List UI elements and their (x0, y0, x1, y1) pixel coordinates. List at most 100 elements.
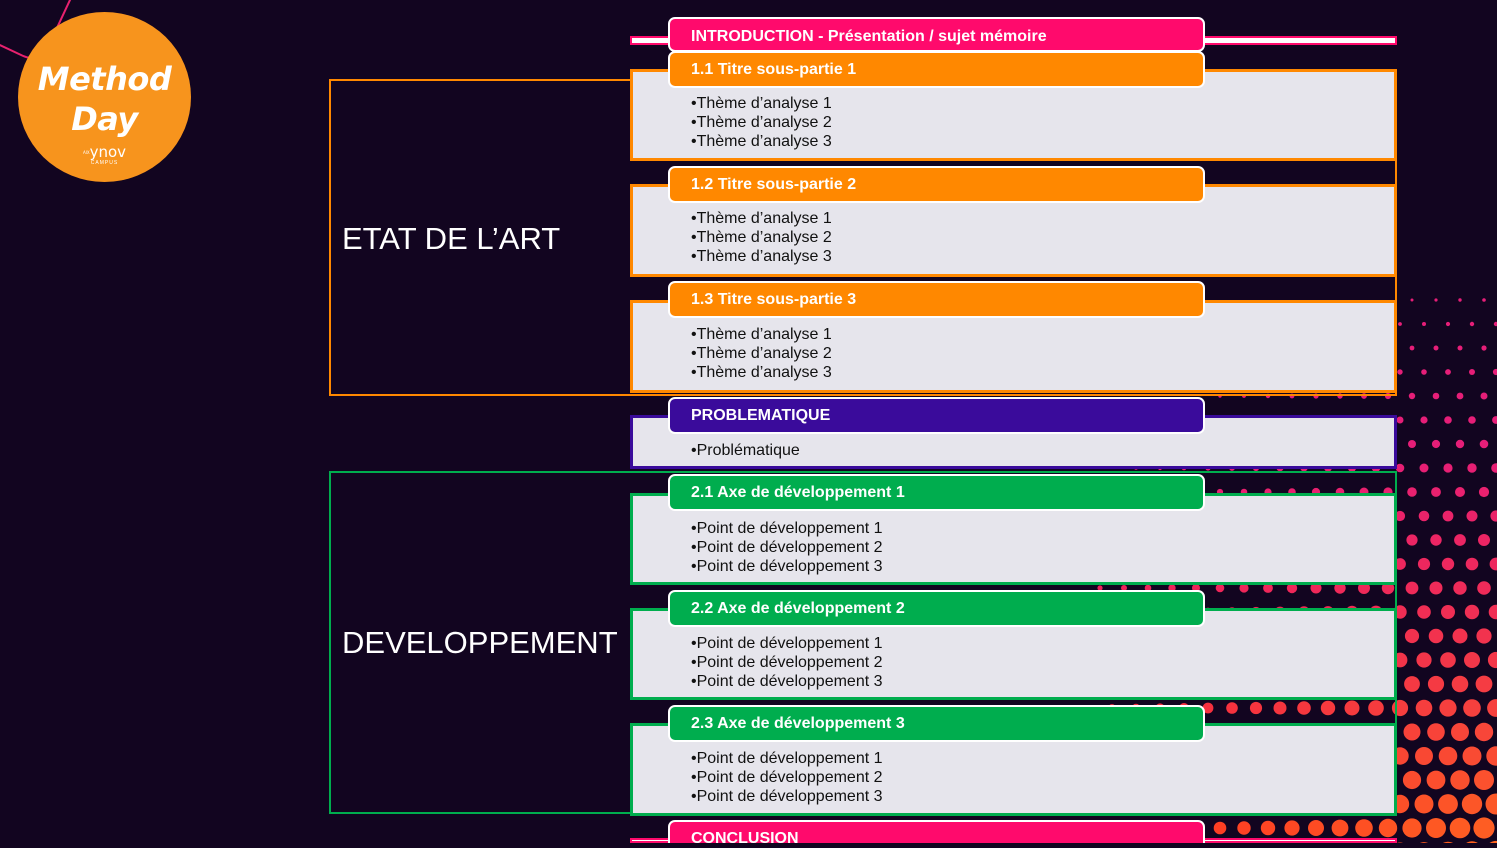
halftone-dot (1473, 817, 1494, 838)
halftone-dot (1464, 652, 1480, 668)
halftone-dot (1426, 818, 1446, 838)
halftone-dot (1415, 795, 1434, 814)
halftone-dot (1411, 299, 1414, 302)
halftone-dot (1463, 699, 1481, 717)
halftone-dot (1410, 346, 1415, 351)
etat-part-3-label: 1.3 Titre sous-partie 3 (691, 291, 856, 308)
halftone-dot (1427, 723, 1445, 741)
dev-part-1-item: •Point de développement 1 (691, 519, 1394, 538)
halftone-dot (1475, 723, 1493, 741)
halftone-dot (1453, 581, 1466, 594)
halftone-dot (1417, 605, 1431, 619)
dev-part-2-item: •Point de développement 3 (691, 672, 1394, 691)
halftone-dot (1434, 346, 1439, 351)
halftone-dot (1409, 393, 1415, 399)
halftone-dot (1422, 322, 1426, 326)
halftone-dot (1261, 821, 1275, 835)
halftone-dot (1434, 298, 1437, 301)
ynov-logo-text: ynov (90, 143, 126, 161)
dev-part-2-item: •Point de développement 2 (691, 653, 1394, 672)
halftone-dot (1492, 416, 1497, 424)
dev-part-1-item: •Point de développement 3 (691, 557, 1394, 576)
etat-part-3-item: •Thème d’analyse 3 (691, 363, 1394, 382)
halftone-dot (1403, 771, 1421, 789)
halftone-dot (1490, 558, 1497, 571)
halftone-dot (1429, 629, 1444, 644)
developpement-title: DEVELOPPEMENT (342, 625, 618, 661)
etat-part-3-tab: 1.3 Titre sous-partie 3 (668, 281, 1205, 318)
halftone-dot (1428, 676, 1444, 692)
halftone-dot (1406, 534, 1417, 545)
conclusion-label: CONCLUSION (691, 830, 799, 847)
etat-part-1-item: •Thème d’analyse 3 (691, 132, 1394, 151)
etat-part-2-item: •Thème d’analyse 1 (691, 209, 1394, 228)
etat-part-2-item: •Thème d’analyse 2 (691, 228, 1394, 247)
halftone-dot (1405, 629, 1419, 643)
halftone-dot (1406, 582, 1419, 595)
conclusion-tab: CONCLUSION (668, 820, 1205, 843)
halftone-dot (1441, 605, 1455, 619)
halftone-dot (1462, 794, 1482, 814)
halftone-dot (1379, 819, 1397, 837)
halftone-dot (1420, 416, 1427, 423)
etat-part-2-tab: 1.2 Titre sous-partie 2 (668, 166, 1205, 203)
halftone-dot (1415, 747, 1433, 765)
halftone-dot (1442, 558, 1454, 570)
halftone-dot (1468, 416, 1476, 424)
halftone-dot (1446, 322, 1450, 326)
halftone-dot (1419, 511, 1430, 522)
halftone-dot (1451, 723, 1469, 741)
halftone-dot (1478, 534, 1490, 546)
halftone-dot (1416, 652, 1431, 667)
halftone-dot (1479, 487, 1489, 497)
method-day-logo: Method Day AIXynov CAMPUS (18, 12, 191, 182)
halftone-dot (1445, 369, 1451, 375)
dev-part-1-tab: 2.1 Axe de développement 1 (668, 474, 1205, 511)
etat-part-1-item: •Thème d’analyse 1 (691, 94, 1394, 113)
halftone-dot (1491, 463, 1497, 473)
halftone-dot (1467, 463, 1476, 472)
halftone-dot (1443, 511, 1454, 522)
halftone-dot (1470, 322, 1474, 326)
halftone-dot (1465, 605, 1479, 619)
halftone-dot (1490, 510, 1497, 521)
halftone-dot (1453, 629, 1468, 644)
halftone-dot (1402, 818, 1421, 837)
logo-text-method: Method (38, 59, 172, 99)
halftone-dot (1355, 819, 1373, 837)
dev-part-2-item: •Point de développement 1 (691, 634, 1394, 653)
problematique-item: •Problématique (691, 441, 1394, 460)
halftone-dot (1444, 416, 1452, 424)
dev-part-2-tab: 2.2 Axe de développement 2 (668, 590, 1205, 627)
halftone-dot (1214, 822, 1227, 835)
ynov-logo: AIXynov (83, 145, 126, 160)
halftone-dot (1438, 794, 1458, 814)
halftone-dot (1486, 746, 1497, 765)
halftone-dot (1455, 487, 1465, 497)
halftone-dot (1477, 581, 1491, 595)
introduction-label: INTRODUCTION - Présentation / sujet mémo… (691, 28, 1047, 45)
halftone-dot (1433, 393, 1440, 400)
introduction-tab: INTRODUCTION - Présentation / sujet mémo… (668, 17, 1205, 52)
halftone-dot (1439, 747, 1458, 766)
dev-part-2-label: 2.2 Axe de développement 2 (691, 600, 905, 617)
halftone-dot (1450, 818, 1471, 839)
halftone-dot (1430, 582, 1443, 595)
halftone-dot (1493, 369, 1497, 375)
halftone-dot (1439, 699, 1456, 716)
halftone-dot (1474, 770, 1494, 790)
halftone-dot (1420, 464, 1429, 473)
ynov-campus-text: CAMPUS (91, 160, 118, 166)
halftone-dot (1458, 298, 1461, 301)
halftone-dot (1237, 821, 1250, 834)
etat-part-3-item: •Thème d’analyse 2 (691, 344, 1394, 363)
etat-part-2-item: •Thème d’analyse 3 (691, 247, 1394, 266)
halftone-dot (1404, 676, 1420, 692)
etat-part-1-item: •Thème d’analyse 2 (691, 113, 1394, 132)
dev-part-3-item: •Point de développement 1 (691, 749, 1394, 768)
etat-de-lart-title: ETAT DE L’ART (342, 221, 560, 257)
halftone-dot (1397, 417, 1404, 424)
halftone-dot (1466, 558, 1479, 571)
halftone-dot (1452, 676, 1469, 693)
halftone-dot (1457, 393, 1464, 400)
